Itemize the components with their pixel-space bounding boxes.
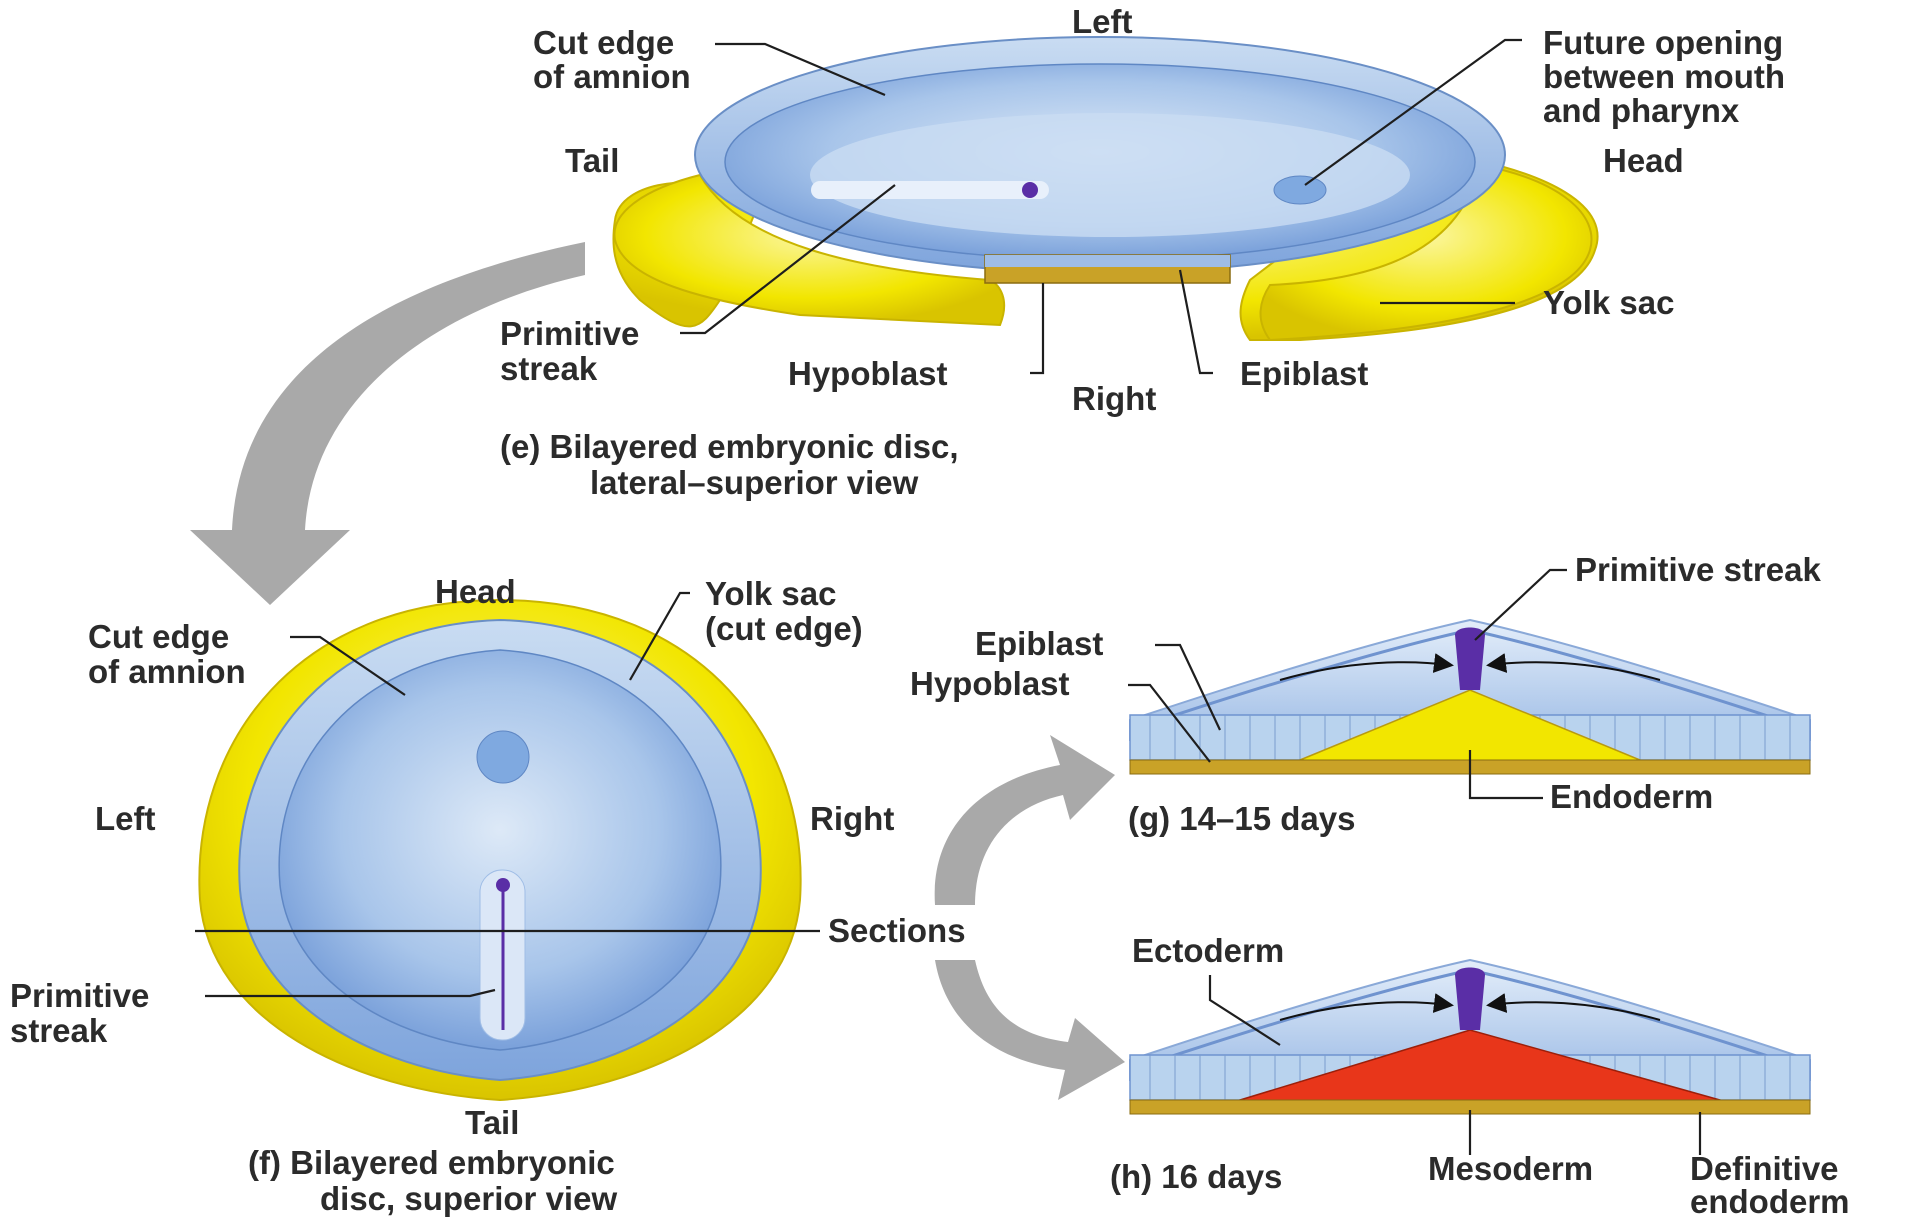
label-primitive-streak-f-2: streak <box>10 1012 108 1049</box>
label-yolk-sac-f-1: Yolk sac <box>705 575 836 612</box>
label-cut-edge-f-1: Cut edge <box>88 618 229 655</box>
label-cut-edge-f-2: of amnion <box>88 653 246 690</box>
label-sections: Sections <box>828 912 966 949</box>
label-tail-e: Tail <box>565 142 619 179</box>
caption-h: (h) 16 days <box>1110 1158 1282 1195</box>
label-cut-edge-e-1: Cut edge <box>533 24 674 61</box>
label-definitive-endoderm-2: endoderm <box>1690 1183 1850 1218</box>
primitive-node-f <box>496 878 510 892</box>
label-head-f: Head <box>435 573 516 610</box>
primitive-node-e <box>1022 182 1038 198</box>
caption-f-2: disc, superior view <box>320 1180 617 1217</box>
future-opening-e <box>1274 176 1326 204</box>
panel-f: Head Yolk sac (cut edge) Cut edge of amn… <box>10 573 966 1217</box>
label-future-opening-2: between mouth <box>1543 58 1785 95</box>
label-ectoderm-h: Ectoderm <box>1132 932 1284 969</box>
primitive-streak-g <box>1455 628 1485 691</box>
caption-f-1: (f) Bilayered embryonic <box>248 1144 615 1181</box>
future-opening-f <box>477 731 529 783</box>
caption-g: (g) 14–15 days <box>1128 800 1355 837</box>
caption-e-1: (e) Bilayered embryonic disc, <box>500 428 959 465</box>
label-endoderm-g: Endoderm <box>1550 778 1713 815</box>
label-epiblast-e: Epiblast <box>1240 355 1368 392</box>
label-left-f: Left <box>95 800 156 837</box>
label-mesoderm-h: Mesoderm <box>1428 1150 1593 1187</box>
arrow-e-to-f <box>190 242 585 605</box>
primitive-streak-h <box>1455 968 1485 1031</box>
label-future-opening-3: and pharynx <box>1543 92 1740 129</box>
label-primitive-streak-f-1: Primitive <box>10 977 149 1014</box>
label-left-e: Left <box>1072 3 1133 40</box>
arrow-f-to-g <box>935 735 1115 905</box>
label-future-opening-1: Future opening <box>1543 24 1783 61</box>
label-right-e: Right <box>1072 380 1156 417</box>
label-definitive-endoderm-1: Definitive <box>1690 1150 1839 1187</box>
label-hypoblast-e: Hypoblast <box>788 355 948 392</box>
label-head-e: Head <box>1603 142 1684 179</box>
label-primitive-streak-e-1: Primitive <box>500 315 639 352</box>
label-epiblast-g: Epiblast <box>975 625 1103 662</box>
caption-e-2: lateral–superior view <box>590 464 919 501</box>
label-primitive-streak-e-2: streak <box>500 350 598 387</box>
label-yolk-sac-f-2: (cut edge) <box>705 610 863 647</box>
label-primitive-streak-g: Primitive streak <box>1575 551 1821 588</box>
label-right-f: Right <box>810 800 894 837</box>
label-hypoblast-g: Hypoblast <box>910 665 1070 702</box>
panel-h: Ectoderm (h) 16 days Mesoderm Definitive… <box>1110 932 1850 1218</box>
arrow-f-to-h <box>935 960 1125 1100</box>
label-tail-f: Tail <box>465 1104 519 1141</box>
label-yolk-sac-e: Yolk sac <box>1543 284 1674 321</box>
label-cut-edge-e-2: of amnion <box>533 58 691 95</box>
panel-e: Left Cut edge of amnion Future opening b… <box>500 3 1785 501</box>
